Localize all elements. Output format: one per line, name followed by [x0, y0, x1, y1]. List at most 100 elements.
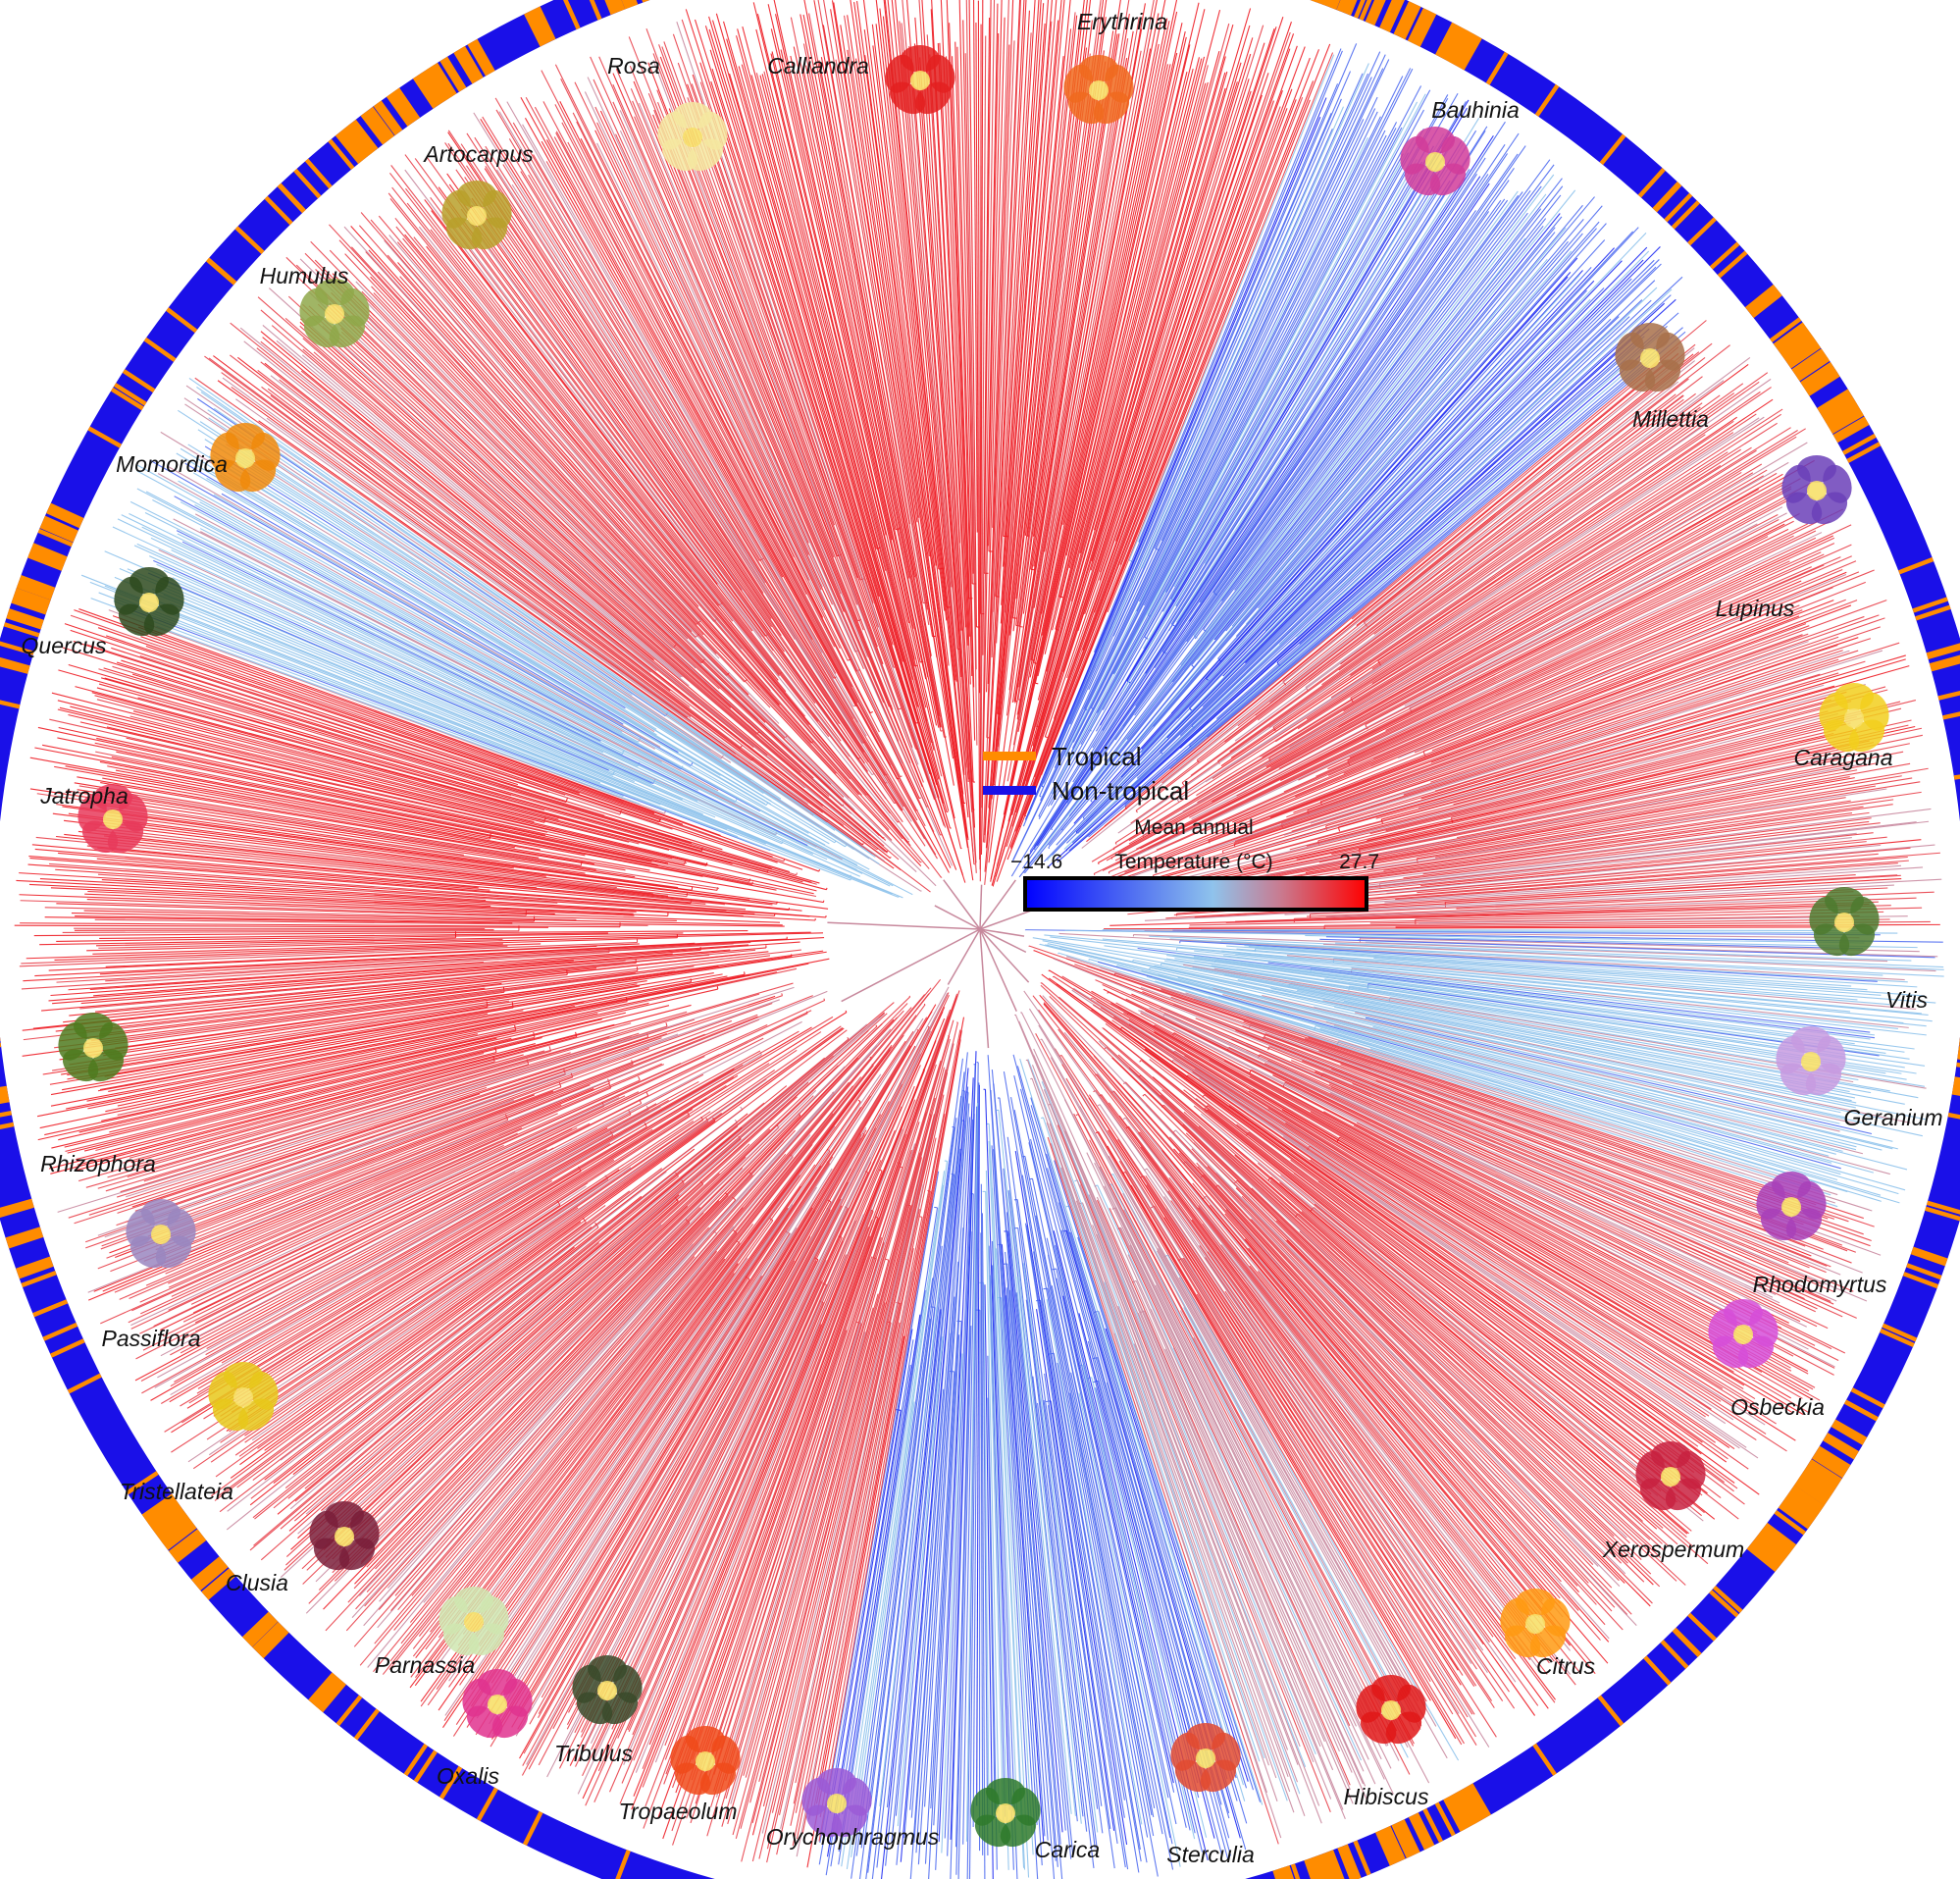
tree-branch [323, 1205, 689, 1551]
tree-branch [526, 986, 950, 1765]
tree-branch [77, 776, 594, 865]
tree-branch [353, 1256, 696, 1647]
genus-rhodomyrtus: Rhodomyrtus [1753, 1172, 1887, 1297]
tree-branch [94, 918, 648, 926]
tree-node-connector [1142, 1093, 1146, 1097]
tree-node-connector [744, 971, 746, 975]
tree-branch [1119, 49, 1319, 565]
tree-branch [1098, 1040, 1627, 1539]
tree-branch [129, 500, 816, 848]
tree-branch [1248, 1090, 1744, 1389]
tree-branch [796, 73, 938, 726]
tree-branch [1112, 1016, 1712, 1410]
tree-branch [1028, 1008, 1490, 1748]
tree-branch [1068, 312, 1679, 852]
tree-branch [909, 1332, 952, 1879]
colorbar-gradient [1023, 876, 1368, 912]
tree-branch [387, 254, 771, 692]
tree-branch [1114, 512, 1800, 861]
tree-branch [446, 173, 786, 652]
tree-branch [1327, 544, 1852, 776]
tree-branch [793, 46, 897, 530]
tree-branch [106, 1013, 489, 1080]
tree-branch [1367, 732, 1834, 842]
tree-branch [981, 0, 996, 809]
tree-branch [801, 1029, 961, 1834]
tree-branch [1105, 1328, 1249, 1782]
tree-branch [790, 17, 929, 678]
tree-branch [803, 0, 941, 716]
tree-branch [1047, 1136, 1279, 1845]
tree-branch [581, 992, 950, 1733]
tree-branch [197, 429, 820, 827]
ring-tropical-tick [1359, 0, 1372, 21]
tree-branch [391, 186, 780, 677]
tree-branch [1267, 1107, 1777, 1425]
tree-branch [306, 1128, 771, 1571]
tree-branch [114, 1104, 562, 1293]
tree-branch [128, 1056, 705, 1324]
tree-branch [185, 385, 814, 816]
tree-branch [1156, 551, 1822, 851]
tree-branch [1297, 989, 1856, 1099]
tree-branch [988, 0, 1003, 551]
tree-branch [1335, 942, 1944, 968]
tree-branch [1182, 1123, 1652, 1575]
tree-branch [538, 1260, 796, 1718]
tree-branch [430, 1065, 874, 1633]
tree-branch [1149, 1007, 1774, 1298]
tree-branch [287, 295, 674, 649]
genus-tribulus: Tribulus [554, 1655, 643, 1766]
tree-branch [1270, 987, 1856, 1109]
tree-branch [174, 496, 761, 812]
ring-tropical-segment [16, 574, 56, 600]
tree-branch [633, 80, 890, 707]
tree-branch [404, 234, 909, 843]
ring-tropical-tick [335, 1695, 363, 1727]
tree-branch [97, 627, 662, 821]
tree-branch [1041, 99, 1311, 775]
tree-branch [181, 1097, 707, 1424]
tree-branch [609, 1160, 882, 1793]
tree-branch [90, 955, 771, 1042]
tree-branch [147, 1019, 733, 1237]
tree-branch [359, 1058, 872, 1666]
tree-branch [518, 1052, 907, 1707]
tree-branch [645, 1099, 916, 1807]
tree-branch [388, 1113, 834, 1670]
tree-branch [1197, 1166, 1624, 1631]
tree-branch [1033, 43, 1160, 663]
tree-branch [192, 1013, 808, 1314]
tree-branch [778, 1322, 892, 1816]
tree-branch [389, 198, 720, 606]
tree-branch [520, 171, 938, 860]
tree-branch [323, 1115, 801, 1610]
tree-branch [1325, 936, 1864, 950]
tree-branch [915, 1296, 955, 1853]
tree-branch [853, 2, 930, 557]
tree-branch [968, 1105, 979, 1879]
tree-branch [1108, 1102, 1556, 1703]
tree-branch [1110, 1003, 1763, 1374]
tree-branch [1359, 864, 1901, 904]
tree-node-connector [556, 1200, 561, 1206]
tree-branch [65, 765, 650, 871]
tree-branch [471, 1107, 862, 1691]
tree-branch [1168, 1136, 1597, 1605]
tree-branch [628, 1065, 921, 1733]
tree-branch [1034, 45, 1298, 778]
tree-branch [1154, 965, 1883, 1120]
tree-branch [204, 439, 854, 851]
tree-branch [160, 1020, 802, 1357]
tree-node-connector [781, 993, 783, 996]
tree-branch [1071, 299, 1652, 844]
tree-branch [1234, 380, 1725, 742]
ring-tropical-tick [430, 64, 454, 98]
tree-branch [985, 1170, 1005, 1823]
tree-branch [1178, 1152, 1562, 1583]
tree-branch [1191, 225, 1544, 666]
tree-branch [1129, 719, 1912, 897]
tree-branch [1193, 1142, 1626, 1575]
tree-branch [52, 953, 673, 1005]
tree-branch [39, 878, 816, 921]
